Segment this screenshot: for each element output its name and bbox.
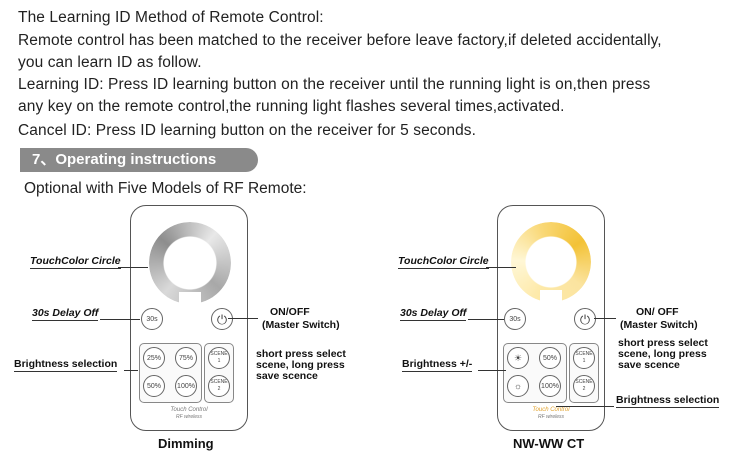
brightness-25-button[interactable]: 25% [143, 347, 165, 369]
leader-line [594, 318, 616, 319]
touch-color-ring[interactable] [149, 222, 231, 304]
caption-ct: NW-WW CT [513, 436, 585, 451]
label-onoff: ON/OFF [270, 306, 310, 318]
label-short-press-3: save scence [618, 359, 680, 371]
leader-line [118, 267, 148, 268]
delay-30s-button[interactable]: 30s [504, 308, 526, 330]
label-short-press-2: scene, long press [618, 348, 707, 360]
label-brightness-selection: Brightness selection [616, 394, 720, 408]
brightness-100-button[interactable]: 100% [539, 375, 561, 397]
touch-color-ring[interactable] [511, 222, 591, 302]
scene-1-button[interactable]: SCENE 1 [573, 347, 595, 369]
brightness-75-button[interactable]: 75% [175, 347, 197, 369]
label-short-press-1: short press select [256, 348, 346, 360]
label-master-switch: (Master Switch) [620, 319, 698, 331]
brightness-down-icon[interactable]: ☼ [507, 375, 529, 397]
label-touch-circle: TouchColor Circle [30, 255, 121, 269]
brightness-up-icon[interactable]: ☀ [507, 347, 529, 369]
label-master-switch: (Master Switch) [262, 319, 340, 331]
intro-line-4: any key on the remote control,the runnin… [18, 98, 565, 115]
label-brightness: Brightness selection [14, 358, 118, 372]
leader-line [478, 370, 506, 371]
leader-line [228, 318, 258, 319]
scene-2-button[interactable]: SCENE 2 [208, 375, 230, 397]
intro-line-1: Remote control has been matched to the r… [18, 32, 662, 49]
leader-line [124, 370, 138, 371]
label-short-press-2: scene, long press [256, 359, 345, 371]
scene-1-button[interactable]: SCENE 1 [208, 347, 230, 369]
label-delay-off: 30s Delay Off [32, 307, 99, 321]
brand-text: Touch Control [170, 407, 208, 413]
remote-ct-body: 30s ⏻ ☀ 50% ☼ 100% SCENE 1 SCENE 2 Touch… [497, 205, 605, 431]
section-header: 7、Operating instructions [20, 148, 258, 172]
label-brightness: Brightness +/- [402, 358, 473, 372]
leader-line [100, 319, 140, 320]
intro-line-5: Cancel ID: Press ID learning button on t… [18, 122, 477, 139]
label-short-press-1: short press select [618, 337, 708, 349]
power-icon[interactable]: ⏻ [574, 308, 596, 330]
leader-line [486, 267, 516, 268]
brightness-100-button[interactable]: 100% [175, 375, 197, 397]
label-onoff: ON/ OFF [636, 306, 679, 318]
brightness-50-button[interactable]: 50% [539, 347, 561, 369]
brightness-50-button[interactable]: 50% [143, 375, 165, 397]
leader-line [556, 406, 614, 407]
intro-line-3: Learning ID: Press ID learning button on… [18, 76, 651, 93]
caption-dimming: Dimming [158, 436, 214, 451]
label-short-press-3: save scence [256, 370, 318, 382]
heading-learning-id: The Learning ID Method of Remote Control… [18, 9, 324, 26]
intro-line-2: you can learn ID as follow. [18, 54, 202, 71]
power-icon[interactable]: ⏻ [211, 308, 233, 330]
ring-gap [540, 290, 562, 306]
label-delay-off: 30s Delay Off [400, 307, 467, 321]
label-touch-circle: TouchColor Circle [398, 255, 489, 269]
optional-text: Optional with Five Models of RF Remote: [24, 180, 307, 197]
ring-gap [179, 292, 201, 308]
scene-2-button[interactable]: SCENE 2 [573, 375, 595, 397]
brand-sub: RF wireless [537, 414, 565, 420]
brand-sub: RF wireless [175, 414, 203, 420]
delay-30s-button[interactable]: 30s [141, 308, 163, 330]
brand-text: Touch Control [532, 407, 570, 413]
leader-line [468, 319, 504, 320]
